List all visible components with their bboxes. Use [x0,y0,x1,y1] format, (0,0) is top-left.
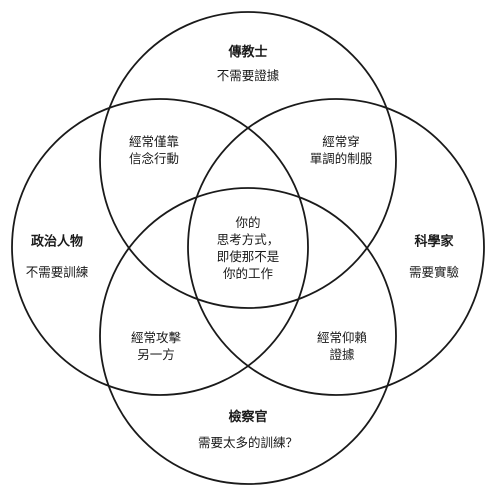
overlap-center-line-3: 即使那不是 [216,249,280,264]
overlap-center: 你的 思考方式， 即使那不是 你的工作 [217,214,280,282]
preacher-name: 傳教士 [228,45,268,60]
overlap-center-line-4: 你的工作 [222,266,274,281]
overlap-bottom-left: 經常攻擊 另一方 [131,329,181,363]
politician-name: 政治人物 [30,234,84,250]
politician-desc: 不需要訓練 [25,264,89,280]
prosecutor-name: 檢察官 [228,410,268,425]
scientist-desc: 需要實驗 [408,264,460,280]
overlap-bottom-right-line-1: 經常仰賴 [316,330,368,345]
circle-politician [11,98,309,396]
circle-prosecutor [99,187,397,485]
overlap-bottom-left-line-1: 經常攻擊 [130,330,182,345]
prosecutor-desc: 需要太多的訓練？ [197,435,299,450]
politician-label-group: 政治人物 不需要訓練 [26,234,89,281]
scientist-name: 科學家 [414,234,454,250]
overlap-center-line-1: 你的 [235,215,261,230]
overlap-bottom-right-line-2: 證據 [329,347,355,362]
circle-preacher [99,11,397,309]
circle-scientist [187,98,485,396]
scientist-label-group: 科學家 需要實驗 [409,234,459,281]
preacher-label-group: 傳教士 不需要證據 [217,44,280,84]
overlap-top-right: 經常穿 單調的制服 [310,133,373,167]
prosecutor-label-group: 檢察官 需要太多的訓練？ [198,409,298,451]
overlap-top-left-line-2: 信念行動 [128,151,180,166]
overlap-bottom-left-line-2: 另一方 [137,347,175,362]
overlap-top-left: 經常僅靠 信念行動 [129,133,179,167]
overlap-top-right-line-1: 經常穿 [322,134,360,149]
overlap-top-right-line-2: 單調的制服 [309,151,373,166]
preacher-desc: 不需要證據 [216,68,280,83]
overlap-center-line-2: 思考方式， [216,232,280,247]
overlap-top-left-line-1: 經常僅靠 [128,134,180,149]
overlap-bottom-right: 經常仰賴 證據 [317,329,367,363]
